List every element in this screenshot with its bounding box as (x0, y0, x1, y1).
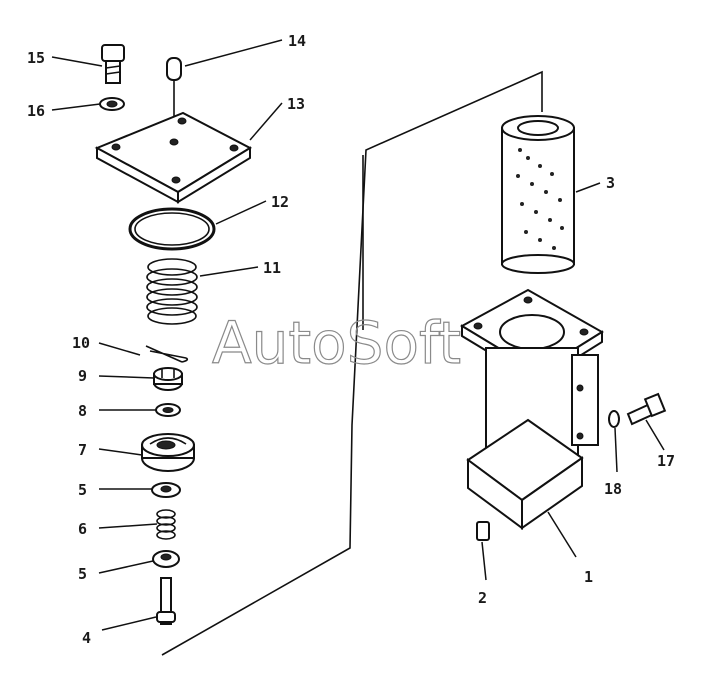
leader-1 (547, 511, 577, 558)
callout-7: 7 (78, 441, 87, 459)
part-4-valve-stem (156, 577, 176, 625)
part-8-washer (155, 403, 181, 417)
part-18-washer (608, 410, 620, 428)
part-6-small-spring (156, 509, 176, 540)
part-5-seat-upper (151, 482, 181, 498)
callout-1: 1 (584, 568, 593, 586)
part-2-drain-plug (476, 521, 490, 541)
leader-4 (101, 616, 157, 631)
assembly-path-line (161, 70, 543, 656)
callout-4: 4 (82, 629, 91, 647)
callout-16: 16 (27, 102, 45, 120)
part-10-cotter-pin (145, 345, 189, 363)
part-7-valve-disc (141, 433, 195, 472)
leader-3 (575, 182, 601, 193)
callout-18: 18 (604, 480, 622, 498)
part-16-washer (99, 97, 125, 111)
leader-14 (184, 39, 283, 67)
leader-18 (614, 427, 618, 473)
callout-10: 10 (72, 334, 90, 352)
part-5-seat-lower (152, 550, 180, 568)
callout-5-lower: 5 (78, 565, 87, 583)
part-1-filter-housing (459, 288, 604, 530)
part-13-cover-plate (94, 111, 253, 204)
leader-15 (51, 56, 103, 67)
watermark-text: AutoSoft (212, 309, 461, 377)
leader-9 (98, 375, 155, 379)
leader-7 (98, 448, 143, 456)
leader-2 (481, 541, 487, 581)
leader-11 (199, 266, 259, 277)
leader-13 (249, 102, 283, 141)
part-11-spring (146, 258, 198, 325)
callout-8: 8 (78, 402, 87, 420)
callout-11: 11 (263, 259, 281, 277)
leader-17 (645, 419, 665, 451)
part-12-o-ring (128, 207, 216, 251)
callout-5-upper: 5 (78, 481, 87, 499)
callout-17: 17 (657, 452, 675, 470)
callout-15: 15 (27, 49, 45, 67)
callout-12: 12 (271, 193, 289, 211)
leader-5b (98, 560, 154, 574)
part-17-bolt (626, 392, 667, 426)
part-15-bolt (101, 44, 125, 84)
callout-6: 6 (78, 520, 87, 538)
callout-2: 2 (478, 589, 487, 607)
part-9-castle-nut (153, 367, 183, 391)
part-3-filter-element (501, 115, 575, 274)
callout-9: 9 (78, 367, 87, 385)
callout-3: 3 (606, 174, 615, 192)
leader-16 (51, 103, 101, 111)
callout-13: 13 (287, 95, 305, 113)
leader-12 (215, 200, 267, 225)
callout-14: 14 (288, 32, 306, 50)
leader-6 (98, 523, 158, 529)
leader-10 (98, 342, 141, 356)
